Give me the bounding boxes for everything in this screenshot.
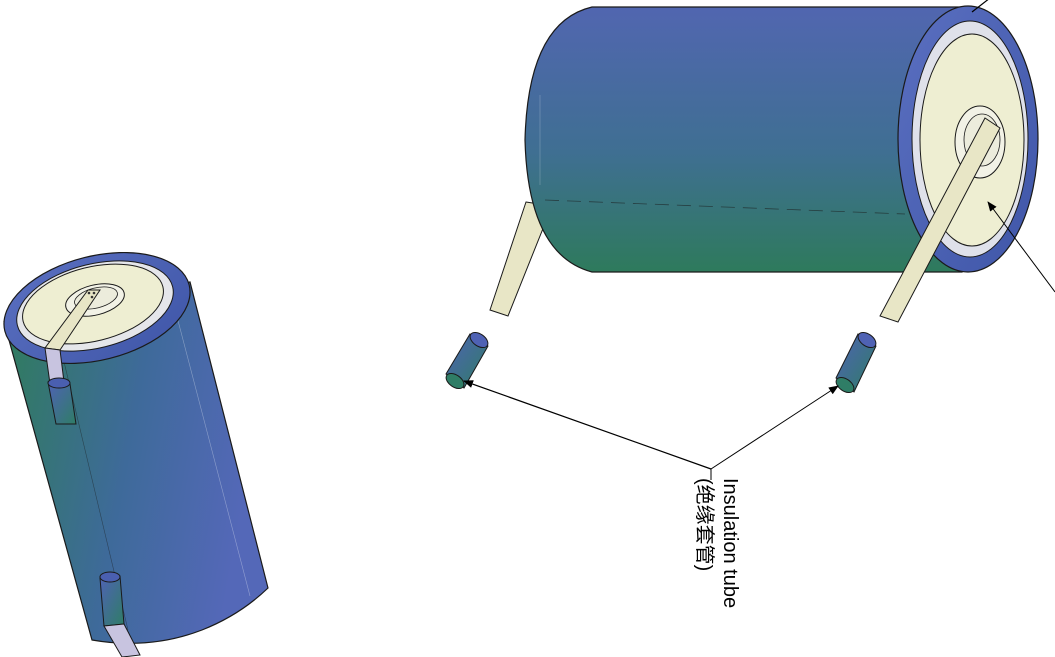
callout-leader-right [710, 385, 839, 470]
callout-label-english: Insulation tube [719, 478, 741, 608]
left-battery [3, 251, 269, 657]
left-insulation-tube [445, 331, 489, 390]
right-insulation-tube [835, 331, 877, 394]
callout-leader-left [463, 380, 712, 470]
right-battery-body [524, 6, 963, 273]
left-battery-lower-sleeve [99, 575, 125, 627]
callout-label-chinese: (绝缘套管) [693, 478, 716, 571]
right-battery-right-tab [879, 117, 1001, 323]
left-battery-bottom-tab [103, 623, 141, 657]
right-battery [489, 0, 1055, 323]
end-cap-leader [987, 201, 1055, 293]
